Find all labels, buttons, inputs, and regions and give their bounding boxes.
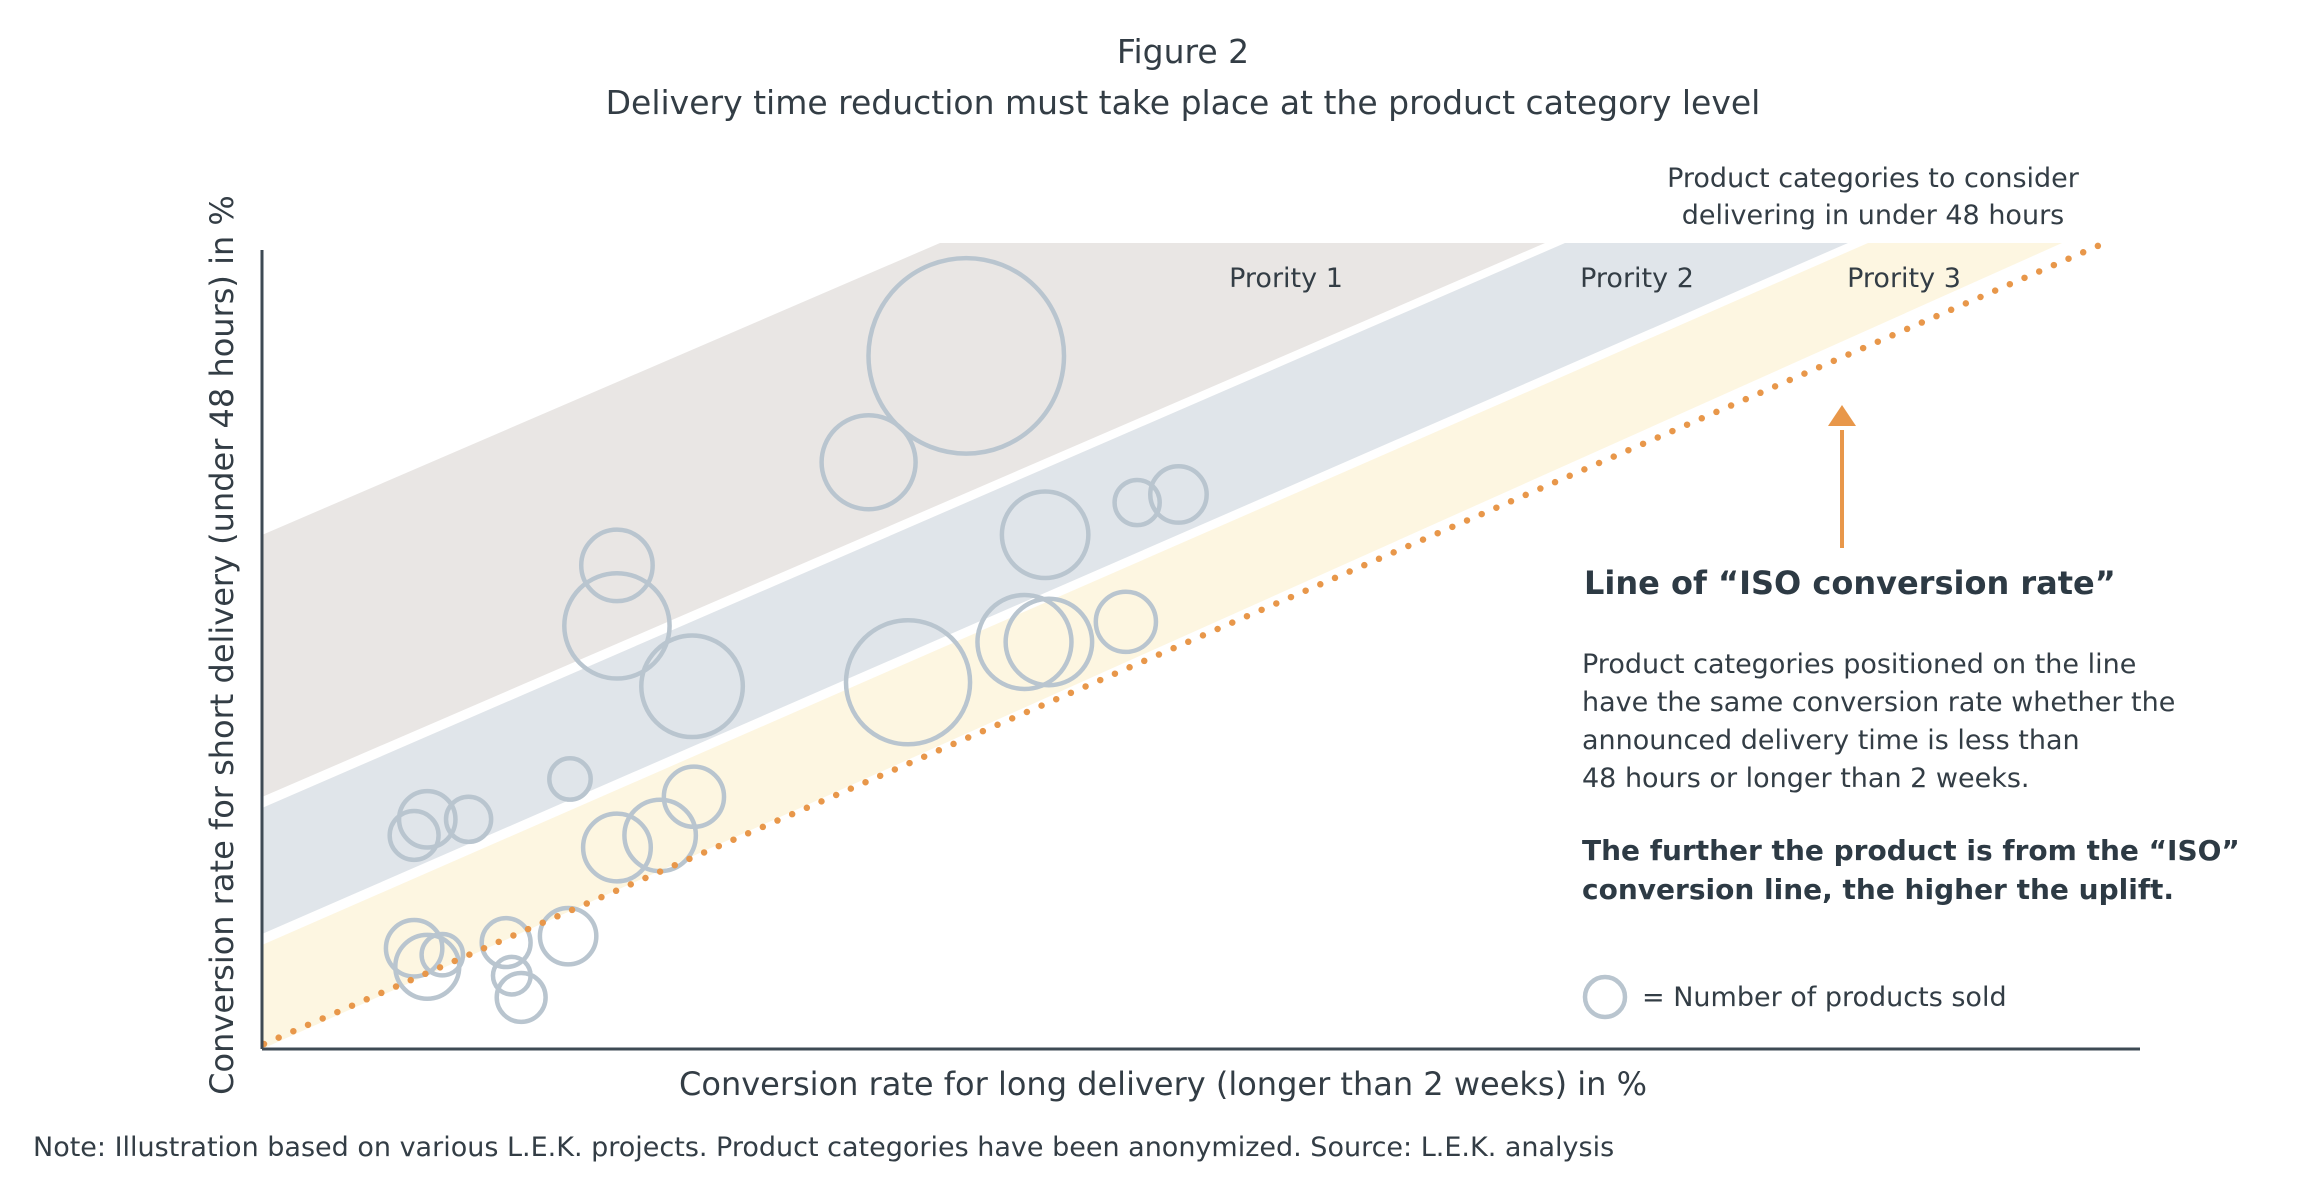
bubble-12	[1093, 589, 1159, 655]
bubble-6	[999, 489, 1091, 581]
iso-heading: Line of “ISO conversion rate”	[1584, 564, 2116, 602]
bubble-17	[580, 811, 654, 884]
bubbles	[383, 255, 1209, 1025]
figure-label: Figure 2	[1117, 32, 1249, 71]
uplift-line-2: conversion line, the higher the uplift.	[1582, 873, 2174, 906]
band-label-priority-2: Prority 2	[1580, 263, 1694, 294]
chart-title: Delivery time reduction must take place …	[606, 83, 1761, 122]
x-axis-title: Conversion rate for long delivery (longe…	[679, 1065, 1647, 1103]
consider-annotation-line-2: delivering in under 48 hours	[1682, 200, 2064, 231]
bubble-1	[866, 255, 1067, 456]
iso-description-line-1: Product categories positioned on the lin…	[1582, 649, 2136, 680]
bubble-8	[1148, 464, 1209, 525]
bubble-3	[562, 570, 672, 681]
bubble-2	[819, 412, 918, 512]
bubble-14	[443, 794, 494, 845]
band-label-priority-3: Prority 3	[1847, 263, 1961, 294]
bubble-15	[387, 808, 441, 863]
iso-description-line-4: 48 hours or longer than 2 weeks.	[1582, 763, 2030, 794]
bubble-21	[419, 931, 466, 978]
uplift-line-1: The further the product is from the “ISO…	[1582, 834, 2240, 867]
bubble-16	[547, 756, 593, 802]
legend-label: = Number of products sold	[1642, 982, 2007, 1013]
iso-arrow	[1828, 405, 1856, 548]
bubble-20	[383, 917, 445, 979]
band-priority-1	[262, 243, 1545, 797]
band-label-priority-1: Prority 1	[1229, 263, 1343, 294]
iso-conversion-line	[260, 241, 2104, 1048]
legend-bubble-icon	[1582, 974, 1628, 1020]
bubble-25	[494, 970, 548, 1025]
bubble-11	[1003, 596, 1095, 688]
consider-annotation-line-1: Product categories to consider	[1667, 163, 2080, 194]
bubble-9	[843, 617, 973, 747]
source-note: Note: Illustration based on various L.E.…	[33, 1132, 1614, 1163]
bubble-19	[661, 764, 727, 830]
band-priority-3	[262, 243, 2062, 1049]
bubble-23	[479, 915, 533, 970]
priority-bands	[262, 243, 2062, 1049]
bubble-5	[639, 633, 746, 740]
bubble-22	[393, 932, 462, 1001]
band-priority-2	[262, 243, 1848, 934]
bubble-10	[975, 592, 1074, 692]
bubble-13	[396, 788, 458, 850]
bubble-7	[1112, 477, 1162, 528]
y-axis-title: Conversion rate for short delivery (unde…	[203, 195, 241, 1095]
bubble-4	[578, 527, 655, 604]
iso-description-line-2: have the same conversion rate whether th…	[1582, 687, 2175, 718]
bubble-26	[537, 905, 599, 967]
iso-description-line-3: announced delivery time is less than	[1582, 725, 2080, 756]
